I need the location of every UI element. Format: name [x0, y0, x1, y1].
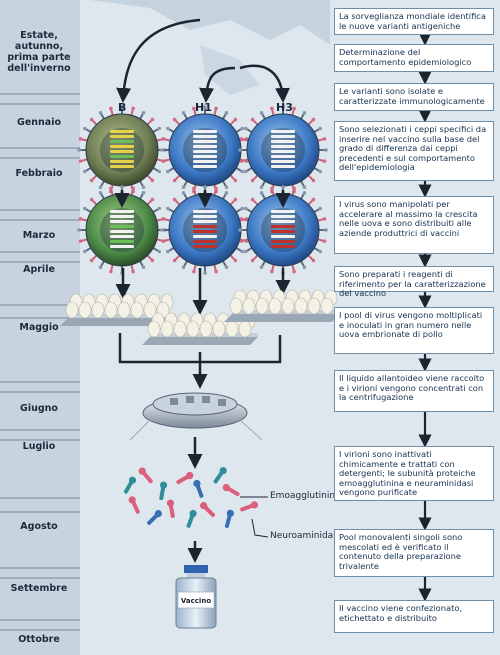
protein-subunit	[128, 496, 140, 514]
protein-subunit	[146, 510, 162, 526]
timeline-month-gennaio: Gennaio	[17, 117, 61, 128]
protein-subunit	[176, 471, 194, 485]
timeline-dividers	[0, 93, 80, 631]
protein-subunit	[240, 501, 259, 512]
arrow-globe-h1	[199, 66, 236, 103]
protein-subunit	[213, 467, 227, 484]
timeline-month-marzo: Marzo	[22, 230, 56, 241]
virus-grid	[77, 105, 328, 275]
process-step-1: La sorveglianza mondiale identifica le n…	[334, 8, 494, 35]
protein-subunit	[186, 509, 197, 528]
process-step-2: Determinazione del comportamento epidemi…	[334, 44, 494, 72]
process-step-8: Il liquido allantoideo viene raccolto e …	[334, 370, 494, 412]
virus-b-original	[77, 105, 167, 195]
egg-tray-h3	[224, 289, 340, 322]
neuraminidase-label: Neuroaminidasi	[270, 531, 341, 541]
timeline-month-agosto: Agosto	[20, 521, 58, 532]
protein-subunit	[200, 502, 216, 518]
timeline-first-period: Estate, autunno, prima parte dell'invern…	[7, 30, 71, 74]
strain-label-h1: H1	[195, 101, 212, 114]
neuraminidase-leader	[251, 518, 269, 538]
strain-label-h3: H3	[276, 101, 293, 114]
process-step-7: I pool di virus vengono moltiplicati e i…	[334, 307, 494, 354]
hemagglutinin-label: Emoagglutinina	[270, 491, 341, 501]
timeline-month-ottobre: Ottobre	[18, 634, 60, 645]
strain-label-b: B	[118, 101, 127, 114]
timeline-month-maggio: Maggio	[19, 322, 59, 333]
timeline-band	[0, 0, 80, 655]
process-step-9: I virioni sono inattivati chimicamente e…	[334, 446, 494, 501]
timeline-month-settembre: Settembre	[10, 583, 68, 594]
virus-h1-original	[160, 105, 250, 195]
timeline-month-febbraio: Febbraio	[15, 168, 63, 179]
timeline-month-giugno: Giugno	[20, 403, 58, 414]
centrifuge	[129, 392, 263, 441]
protein-subunit	[193, 479, 204, 498]
virus-h3-original	[238, 105, 328, 195]
vaccine-vial-label: Vaccino	[180, 597, 212, 605]
protein-subunit	[166, 499, 175, 519]
timeline-month-luglio: Luglio	[22, 441, 56, 452]
virus-h1-reassortant	[160, 185, 250, 275]
process-step-11: Il vaccino viene confezionato, etichetta…	[334, 600, 494, 633]
arrow-globe-b	[116, 18, 201, 103]
process-step-4: Sono selezionati i ceppi specifici da in…	[334, 121, 494, 181]
egg-trays	[60, 289, 340, 345]
process-step-5: I virus sono manipolati per accelerare a…	[334, 196, 494, 254]
process-step-10: Pool monovalenti singoli sono mescolati …	[334, 529, 494, 577]
vaccine-vial	[175, 565, 217, 629]
arrow-globe-h3	[239, 64, 291, 103]
protein-subunit	[123, 476, 137, 494]
protein-subunit	[222, 483, 240, 497]
protein-subunit	[138, 467, 153, 484]
process-step-3: Le varianti sono isolate e caratterizzat…	[334, 83, 494, 111]
timeline-month-aprile: Aprile	[23, 264, 55, 275]
protein-subunit	[159, 481, 168, 501]
process-step-6: Sono preparati i reagenti di riferimento…	[334, 266, 494, 298]
protein-subunits	[123, 467, 259, 528]
virus-h3-reassortant	[238, 185, 328, 275]
egg-tray-b	[60, 293, 176, 326]
protein-subunit	[224, 509, 234, 528]
